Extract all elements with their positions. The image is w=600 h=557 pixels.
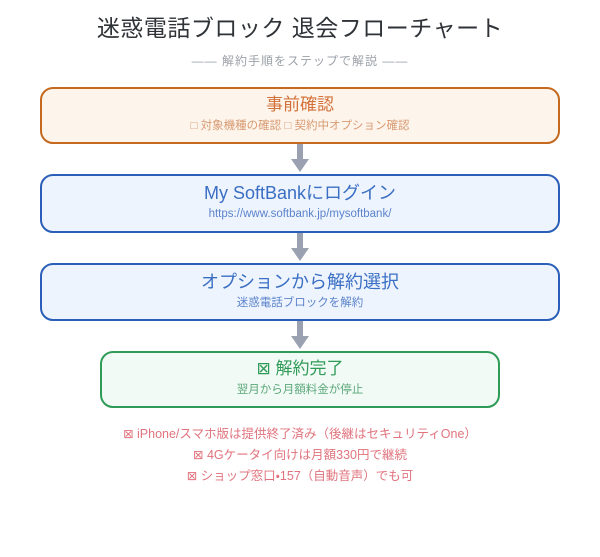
flow-node-done-subtitle: 翌月から月額料金が停止 bbox=[236, 384, 364, 397]
footer-notes: ⊠ iPhone/スマホ版は提供終了済み（後継はセキュリティOne） ⊠ 4Gケ… bbox=[0, 424, 600, 486]
flow-node-precheck-subtitle: □ 対象機種の確認 □ 契約中オプション確認 bbox=[190, 119, 410, 132]
page-title: 迷惑電話ブロック 退会フローチャート bbox=[96, 15, 504, 41]
flow-node-done[interactable]: ⊠ 解約完了 翌月から月額料金が停止 bbox=[100, 351, 500, 409]
header: 迷惑電話ブロック 退会フローチャート —— 解約手順をステップで解説 —— bbox=[0, 0, 600, 69]
down-arrow-icon bbox=[291, 232, 309, 261]
flow-node-select-cancel-title: オプションから解約選択 bbox=[201, 271, 399, 292]
flow-node-done-title: ⊠ 解約完了 bbox=[256, 359, 344, 379]
page-subtitle: —— 解約手順をステップで解説 —— bbox=[191, 53, 409, 68]
flow-node-login-url: https://www.softbank.jp/mysoftbank/ bbox=[208, 208, 392, 221]
flow-node-precheck-title: 事前確認 bbox=[266, 94, 334, 114]
footer-note-line: ⊠ iPhone/スマホ版は提供終了済み（後継はセキュリティOne） bbox=[123, 427, 477, 442]
down-arrow-icon bbox=[291, 321, 309, 350]
flow-diagram: 事前確認 □ 対象機種の確認 □ 契約中オプション確認 My SoftBankに… bbox=[0, 86, 600, 409]
footer-note-line: ⊠ ショップ窓口・157（自動音声）でも可 bbox=[186, 468, 414, 483]
footer-note-line: ⊠ 4Gケータイ向けは月額330円で継続 bbox=[193, 447, 407, 462]
down-arrow-icon bbox=[291, 144, 309, 173]
flow-node-select-cancel[interactable]: オプションから解約選択 迷惑電話ブロックを解約 bbox=[40, 262, 560, 322]
flow-node-select-cancel-subtitle: 迷惑電話ブロックを解約 bbox=[236, 296, 364, 309]
flow-node-login[interactable]: My SoftBankにログイン https://www.softbank.jp… bbox=[40, 174, 560, 233]
flow-node-login-title: My SoftBankにログイン bbox=[203, 183, 397, 204]
flow-node-precheck[interactable]: 事前確認 □ 対象機種の確認 □ 契約中オプション確認 bbox=[40, 86, 560, 145]
